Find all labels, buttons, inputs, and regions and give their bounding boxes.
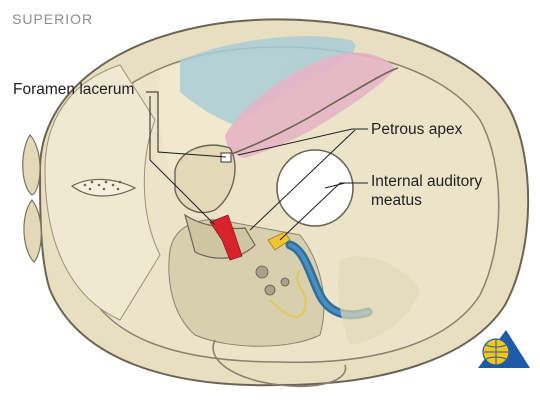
leader-foramen-lacerum-2 bbox=[149, 96, 216, 226]
leader-petrous-apex bbox=[237, 128, 368, 156]
cribriform-foramina bbox=[83, 180, 122, 191]
leader-iam-2 bbox=[324, 182, 346, 189]
inner-ear-structures bbox=[255, 265, 290, 296]
foramen-lacerum-marker bbox=[220, 152, 232, 163]
cribriform-plate bbox=[70, 178, 137, 197]
pink-shaded-region bbox=[225, 52, 395, 158]
cervical-outline bbox=[212, 339, 347, 388]
label-internal-auditory-meatus-line2: meatus bbox=[371, 192, 422, 209]
label-internal-auditory-meatus-line1: Internal auditory bbox=[371, 173, 483, 190]
leader-foramen-lacerum bbox=[146, 91, 227, 158]
sella-region bbox=[174, 144, 236, 214]
leader-lines bbox=[146, 91, 368, 241]
leader-iam bbox=[279, 182, 368, 241]
internal-auditory-meatus-circle bbox=[276, 149, 354, 227]
posterior-fossa bbox=[338, 256, 420, 345]
yellow-nerve bbox=[269, 269, 307, 318]
blue-shaded-region bbox=[180, 36, 356, 125]
leader-petrous-apex-2 bbox=[249, 129, 356, 231]
frontal-lobe-left-upper bbox=[22, 134, 41, 196]
carotid-red-structure bbox=[209, 214, 243, 261]
label-foramen-lacerum: Foramen lacerum bbox=[13, 81, 135, 98]
label-petrous-apex: Petrous apex bbox=[371, 121, 463, 138]
publisher-logo bbox=[478, 330, 530, 368]
petrous-ridge bbox=[214, 67, 399, 161]
frontal-lobe-left-lower bbox=[23, 199, 42, 263]
yellow-structure bbox=[267, 231, 291, 251]
orientation-label: SUPERIOR bbox=[12, 11, 94, 27]
